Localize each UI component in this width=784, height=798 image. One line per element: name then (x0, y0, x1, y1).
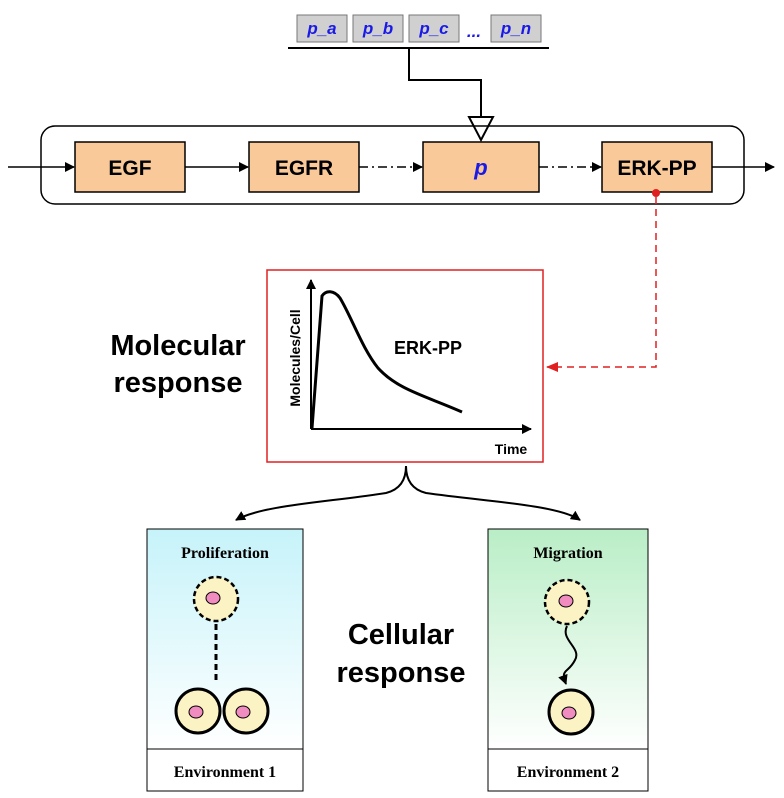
env1-title: Proliferation (181, 545, 269, 562)
param-box-c (408, 14, 460, 43)
node-p-label: p (473, 155, 487, 180)
pathway-container (40, 125, 745, 205)
parameter-group: p_a p_b p_c ... p_n (288, 14, 549, 143)
param-box-n (490, 14, 542, 43)
node-erk-pp-label: ERK-PP (617, 157, 696, 180)
param-box-b (352, 14, 404, 43)
branch-left-arrow (235, 465, 407, 521)
parameter-arrowhead-icon (467, 116, 495, 143)
chart-x-label: Time (495, 441, 528, 457)
env1-footer-box (146, 748, 304, 792)
molecular-label-line2: response (114, 367, 243, 399)
pathway-group: EGF EGFR p ERK-PP (8, 125, 775, 205)
chart-series-label: ERK-PP (394, 338, 462, 358)
env2-footer: Environment 2 (517, 764, 619, 781)
daughter-nucleus-1-icon (188, 705, 204, 719)
param-ellipsis: ... (467, 22, 481, 41)
migration-path-arrow (558, 625, 578, 685)
node-egf-label: EGF (108, 157, 151, 180)
daughter-nucleus-2-icon (235, 705, 251, 719)
environment-1-panel: Proliferation Environment 1 (146, 528, 304, 792)
node-egfr-label: EGFR (275, 157, 333, 180)
environment-2-panel: Migration Environment 2 (487, 528, 649, 792)
feedback-dashed-arrow (546, 197, 657, 372)
parameter-connector (408, 48, 482, 120)
migrating-nucleus-end-icon (561, 706, 577, 720)
chart-y-label: Molecules/Cell (287, 309, 303, 406)
env2-footer-box (487, 748, 649, 792)
feedback-origin-dot (652, 189, 660, 197)
node-p (422, 141, 540, 193)
param-label-n: p_n (500, 19, 531, 38)
env2-title: Migration (533, 545, 602, 562)
erk-pp-curve (310, 290, 463, 429)
migrating-nucleus-start-icon (558, 594, 574, 608)
node-egf (74, 141, 186, 193)
env1-footer: Environment 1 (174, 764, 276, 781)
feedback-connector (546, 189, 660, 372)
branch-right-arrow (405, 465, 581, 521)
param-label-a: p_a (306, 19, 336, 38)
molecular-label-line1: Molecular (110, 330, 245, 362)
cellular-label-line2: response (337, 657, 466, 689)
parent-nucleus-icon (205, 591, 221, 605)
node-egfr (248, 141, 360, 193)
chart-frame (266, 269, 544, 463)
molecular-chart: Molecules/Cell Time ERK-PP (266, 269, 544, 463)
param-label-c: p_c (418, 19, 449, 38)
param-box-a (296, 14, 348, 43)
param-label-b: p_b (362, 19, 393, 38)
branch-connector (235, 465, 581, 521)
cellular-label-line1: Cellular (348, 619, 454, 651)
